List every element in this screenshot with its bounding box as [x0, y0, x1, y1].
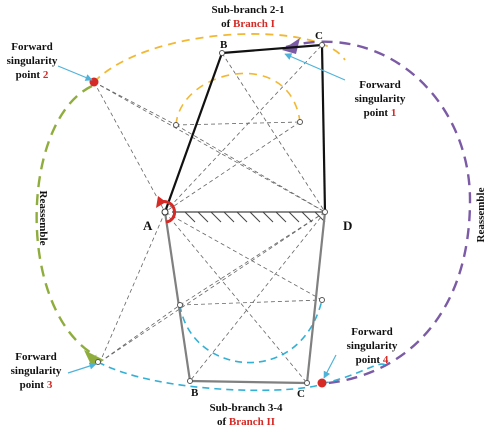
linkage-branch-2: [163, 211, 327, 385]
point-label-c-bottom: C: [297, 388, 305, 400]
svg-text:point 3: point 3: [20, 379, 53, 391]
callout-arrow-4: [323, 354, 337, 379]
callout-arrow-3: [67, 362, 97, 374]
rotation-arrowhead-icon: [156, 196, 166, 208]
branch-label-1: Branch I: [233, 18, 275, 30]
title-bottom-line1: Sub-branch 3-4: [209, 402, 283, 414]
joint-a: [161, 208, 169, 216]
singularity-dot-2: [89, 77, 99, 87]
cyan-inner-arc: [179, 299, 323, 364]
singularity-label-4: Forward singularity point 4: [347, 326, 398, 366]
singularity-dot-4: [317, 378, 327, 388]
point-label-d: D: [343, 218, 352, 233]
callout-arrow-2: [57, 65, 93, 81]
reassemble-label-right: Reassemble: [475, 187, 487, 242]
title-top-line1: Sub-branch 2-1: [211, 4, 284, 16]
svg-text:singularity: singularity: [347, 340, 398, 352]
svg-text:singularity: singularity: [355, 93, 406, 105]
svg-text:singularity: singularity: [11, 365, 62, 377]
ground-hatch: [172, 211, 326, 223]
svg-text:point 2: point 2: [16, 69, 49, 81]
singularity-label-1: Forward singularity point 1: [355, 79, 406, 119]
green-arc: [35, 84, 97, 358]
callout-arrow-1: [284, 53, 346, 81]
linkage-branch-1: [163, 43, 327, 213]
yellow-inner-arc: [175, 72, 301, 126]
point-label-c-top: C: [315, 30, 323, 42]
title-top-line2: of Branch I: [221, 18, 275, 30]
svg-text:Forward: Forward: [351, 326, 393, 338]
title-bottom-line2: of Branch II: [217, 416, 275, 428]
point-label-a: A: [143, 218, 153, 233]
point-label-b-top: B: [220, 39, 228, 51]
construction-lines: [93, 44, 326, 384]
svg-text:point 4: point 4: [356, 354, 389, 366]
branch-label-2: Branch II: [229, 416, 275, 428]
purple-arc: [285, 40, 472, 385]
purple-arrow-icon: [282, 38, 300, 54]
singularity-label-2: Forward singularity point 2: [7, 41, 58, 81]
point-label-b-bottom: B: [191, 387, 199, 399]
yellow-arc: [93, 33, 346, 83]
cyan-arc: [97, 361, 386, 392]
svg-text:Forward: Forward: [11, 41, 53, 53]
reassemble-label-left: Reassemble: [37, 191, 49, 246]
svg-text:point 1: point 1: [364, 107, 397, 119]
joints: [95, 42, 328, 386]
svg-text:Forward: Forward: [15, 351, 57, 363]
svg-text:Forward: Forward: [359, 79, 401, 91]
svg-text:singularity: singularity: [7, 55, 58, 67]
singularity-label-3: Forward singularity point 3: [11, 351, 62, 391]
